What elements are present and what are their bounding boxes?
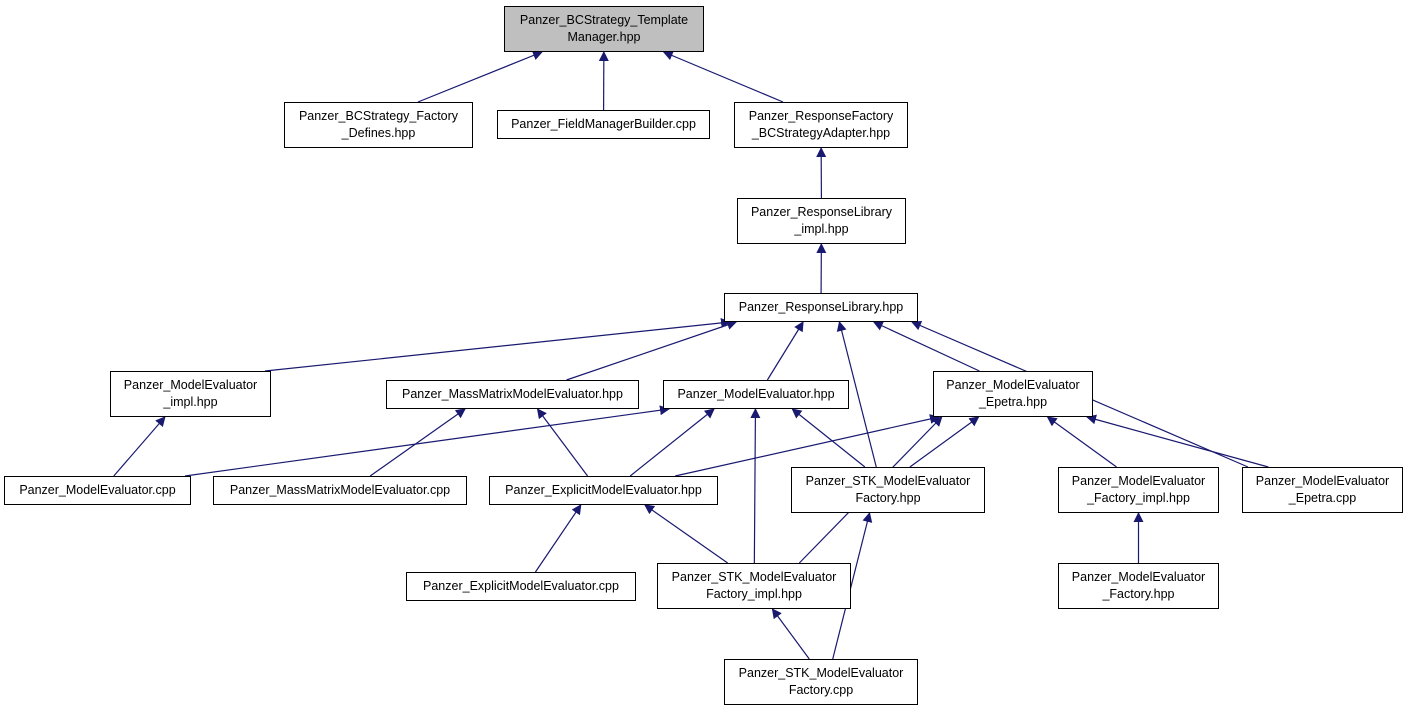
node-modelevaluator-impl-hpp[interactable]: Panzer_ModelEvaluator _impl.hpp xyxy=(110,371,271,417)
edge-n17-to-n8 xyxy=(750,408,761,564)
edge-n19-to-n17 xyxy=(771,608,810,660)
node-massmatrixmodelevaluator-cpp[interactable]: Panzer_MassMatrixModelEvaluator.cpp xyxy=(213,476,467,505)
edge-n14-to-n9 xyxy=(1046,416,1117,468)
node-explicitmodelevaluator-hpp[interactable]: Panzer_ExplicitModelEvaluator.hpp xyxy=(489,476,718,505)
node-responsefactory-bcstrategyadapter-hpp[interactable]: Panzer_ResponseFactory _BCStrategyAdapte… xyxy=(734,102,908,148)
node-bcstrategy-factory-defines-hpp[interactable]: Panzer_BCStrategy_Factory _Defines.hpp xyxy=(284,102,473,148)
edge-n8-to-n5 xyxy=(766,321,804,381)
edge-n15-to-n9 xyxy=(1086,414,1269,468)
edge-n6-to-n5 xyxy=(264,317,731,372)
edge-n12-to-n9 xyxy=(675,414,940,477)
edge-n7-to-n5 xyxy=(566,320,738,381)
node-modelevaluator-hpp[interactable]: Panzer_ModelEvaluator.hpp xyxy=(663,380,849,409)
edge-n19-to-n13 xyxy=(832,512,873,660)
node-stk-modelevaluator-factory-impl-hpp[interactable]: Panzer_STK_ModelEvaluator Factory_impl.h… xyxy=(657,563,851,609)
edge-n10-to-n8 xyxy=(184,405,670,477)
edge-n1-to-n0 xyxy=(417,50,543,103)
node-modelevaluator-epetra-hpp[interactable]: Panzer_ModelEvaluator _Epetra.hpp xyxy=(933,371,1093,417)
node-fieldmanagerbuilder-cpp[interactable]: Panzer_FieldManagerBuilder.cpp xyxy=(497,110,710,139)
node-modelevaluator-factory-hpp[interactable]: Panzer_ModelEvaluator _Factory.hpp xyxy=(1058,563,1219,609)
edge-n17-to-n12 xyxy=(644,504,729,564)
node-massmatrixmodelevaluator-hpp[interactable]: Panzer_MassMatrixModelEvaluator.hpp xyxy=(386,380,639,409)
edge-n13-to-n9 xyxy=(909,416,980,468)
node-responselibrary-hpp[interactable]: Panzer_ResponseLibrary.hpp xyxy=(724,293,918,322)
node-modelevaluator-epetra-cpp[interactable]: Panzer_ModelEvaluator _Epetra.cpp xyxy=(1242,467,1403,513)
node-modelevaluator-factory-impl-hpp[interactable]: Panzer_ModelEvaluator _Factory_impl.hpp xyxy=(1058,467,1219,513)
edge-n9-to-n5 xyxy=(872,321,980,372)
edge-n16-to-n12 xyxy=(534,504,582,573)
edge-n13-to-n5 xyxy=(836,321,877,468)
node-bcstrategy-template-manager-hpp: Panzer_BCStrategy_Template Manager.hpp xyxy=(504,6,704,52)
edge-n12-to-n7 xyxy=(536,408,589,477)
node-stk-modelevaluator-factory-cpp[interactable]: Panzer_STK_ModelEvaluator Factory.cpp xyxy=(724,659,918,705)
edge-n13-to-n8 xyxy=(791,408,866,468)
node-modelevaluator-cpp[interactable]: Panzer_ModelEvaluator.cpp xyxy=(4,476,191,505)
edge-n12-to-n8 xyxy=(629,408,715,477)
node-responselibrary-impl-hpp[interactable]: Panzer_ResponseLibrary _impl.hpp xyxy=(737,198,906,244)
edge-n3-to-n0 xyxy=(662,50,784,103)
node-stk-modelevaluator-factory-hpp[interactable]: Panzer_STK_ModelEvaluator Factory.hpp xyxy=(791,467,985,513)
edge-n11-to-n7 xyxy=(369,408,466,477)
edge-n10-to-n6 xyxy=(113,416,166,477)
node-explicitmodelevaluator-cpp[interactable]: Panzer_ExplicitModelEvaluator.cpp xyxy=(406,572,636,601)
